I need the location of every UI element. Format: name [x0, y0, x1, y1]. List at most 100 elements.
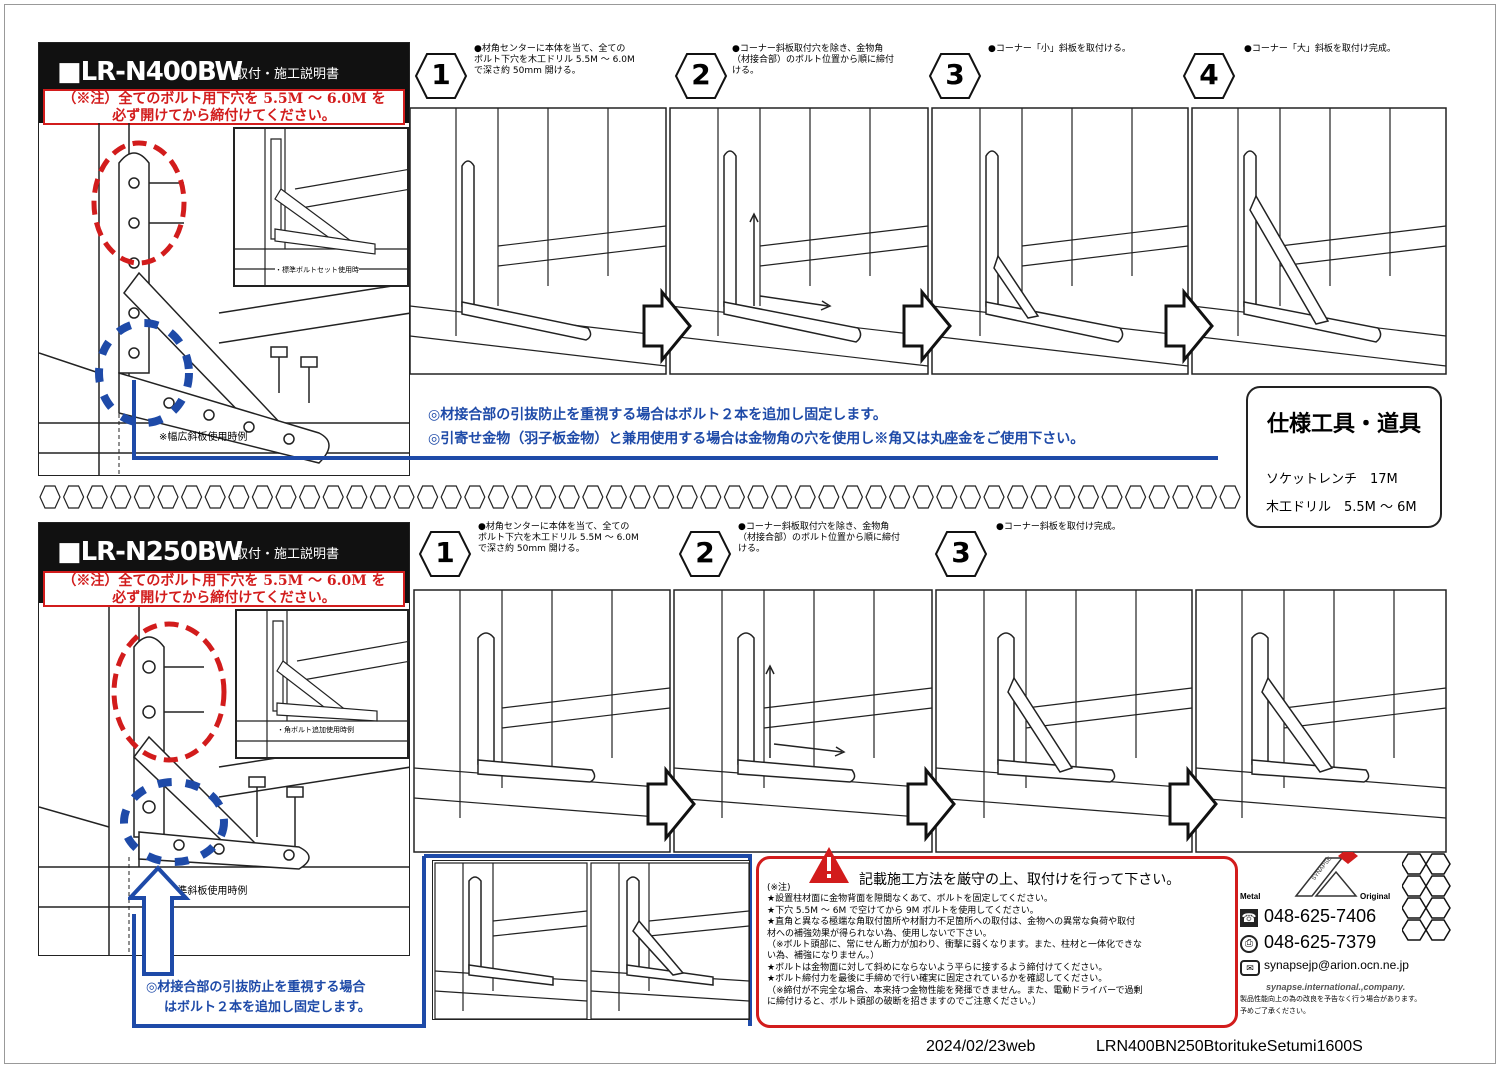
bottom-inset-illustration: ・角ボルト追加使用時例 — [235, 609, 409, 759]
divider-hex — [1054, 485, 1076, 509]
divider-hex — [1077, 485, 1100, 509]
top-note-line2: ◎引寄せ金物（羽子板金物）と兼用使用する場合は金物角の穴を使用し※角又は丸座金を… — [428, 431, 1085, 447]
tool-spec-box: 仕様工具・道具 ソケットレンチ 17M 木工ドリル 5.5M ～ 6M — [1246, 386, 1442, 528]
divider-hex — [1195, 485, 1218, 509]
top-blue-connector — [132, 380, 1218, 460]
bottom-step2-desc: ●コーナー斜板取付穴を除き、金物角 （材接合部）のボルト位置から順に締付 ける。 — [738, 522, 901, 554]
divider-hex — [275, 485, 297, 509]
tool-spec-title: 仕様工具・道具 — [1266, 411, 1421, 437]
divider-hex — [983, 485, 1005, 509]
fax-number: 048-625-7379 — [1264, 932, 1377, 952]
top-step3-hex: 3 — [928, 52, 982, 100]
top-inset-illustration: ・標準ボルトセット使用時 — [233, 127, 409, 287]
caution-line-2: ★下穴 5.5M ～ 6M で空けてから 9M ボルトを使用してください。 — [767, 905, 1039, 916]
bottom-main-illustration: ■LR-N250BW 取付・施工説明書 （※注）全てのボルト用下穴を 5.5M … — [38, 522, 410, 956]
bottom-main-caption: ※標準斜板使用時例 — [159, 886, 248, 897]
divider-hex — [747, 485, 769, 509]
divider-hex — [1124, 485, 1147, 509]
divider-hex — [39, 485, 61, 509]
email-address[interactable]: synapsejp@arion.ocn.ne.jp — [1264, 958, 1409, 972]
top-warning-box: （※注）全てのボルト用下穴を 5.5M ～ 6.0M を 必ず開けてから締付けて… — [43, 89, 405, 125]
top-step4-hex: 4 — [1182, 52, 1236, 100]
bottom-subtitle: 取付・施工説明書 — [235, 546, 340, 561]
caution-line-3: ★直角と異なる極端な角取付箇所や材耐力不足箇所への取付は、金物への異常な負荷や取… — [767, 917, 1136, 928]
caution-line-4: 材への補強効果が得られない為、使用しないで下さい。 — [767, 928, 992, 939]
caution-line-6: い為、補強になりません。） — [767, 951, 880, 962]
top-step2-hex: 2 — [674, 52, 728, 100]
divider-hex — [888, 485, 911, 509]
divider-hex — [1101, 485, 1123, 509]
synapse-logo-icon — [1294, 852, 1358, 897]
top-step3-desc: ●コーナー「小」斜板を取付ける。 — [988, 44, 1131, 54]
bottom-inset-drawing — [237, 611, 407, 757]
phone-icon: ☎ — [1240, 909, 1258, 927]
divider-hex — [110, 485, 132, 509]
logo-right-text: Original — [1360, 892, 1391, 901]
top-step3-number: 3 — [945, 58, 965, 91]
fax-icon: ⎙ — [1240, 935, 1258, 953]
hex-divider-row — [39, 485, 1241, 509]
tool-spec-item2: 木工ドリル 5.5M ～ 6M — [1266, 500, 1417, 515]
caution-line-8: ★ボルト締付力を最後に手締めで行い確実に固定されているかを確認してください。 — [767, 974, 1108, 985]
divider-hex — [534, 485, 557, 509]
top-step2-desc: ●コーナー斜板取付穴を除き、金物角 （材接合部）のボルト位置から順に締付 ける。 — [732, 44, 895, 76]
divider-hex — [770, 485, 793, 509]
top-step-panels — [409, 107, 1447, 375]
caution-heading: 記載施工方法を厳守の上、取付けを行って下さい。 — [859, 872, 1181, 888]
bottom-addition-panel — [432, 860, 750, 1020]
bottom-step3-desc: ●コーナー斜板を取付け完成。 — [996, 522, 1121, 532]
logo-left-text: Metal — [1240, 892, 1261, 901]
bottom-model-name: ■LR-N250BW — [57, 537, 243, 567]
top-step1-hex: 1 — [414, 52, 468, 100]
bottom-step-panels — [413, 589, 1447, 853]
top-model-name: ■LR-N400BW — [57, 57, 243, 87]
divider-hex — [1172, 485, 1194, 509]
bottom-step3-hex: 3 — [934, 530, 988, 578]
bottom-bracket-drawing — [39, 607, 409, 955]
bottom-step1-number: 1 — [435, 536, 455, 569]
disclaimer-line2: 予めご了承ください。 — [1240, 1008, 1310, 1015]
bottom-step2-hex: 2 — [678, 530, 732, 578]
bottom-blue-frame — [128, 854, 752, 1028]
divider-hex — [487, 485, 510, 509]
hex-cluster-icon — [1402, 853, 1451, 941]
top-main-illustration: ■LR-N400BW 取付・施工説明書 （※注）全てのボルト用下穴を 5.5M … — [38, 42, 410, 476]
bottom-step1-desc: ●材角センターに本体を当て、全ての ボルト下穴を木工ドリル 5.5M ～ 6.0… — [478, 522, 639, 554]
bottom-warning-line2: 必ず開けてから締付けてください。 — [112, 590, 336, 606]
top-inset-caption: ・標準ボルトセット使用時 — [275, 265, 359, 275]
divider-hex — [62, 485, 85, 509]
bottom-step2-number: 2 — [695, 536, 715, 569]
tel-number: 048-625-7406 — [1264, 906, 1377, 926]
bottom-note-line2: はボルト２本を追加し固定します。 — [164, 1000, 371, 1015]
bottom-step1-hex: 1 — [418, 530, 472, 578]
page-frame — [4, 4, 1496, 1064]
caution-line-10: に締付けると、ボルト頭部の破断を招きますのでご注意ください。） — [767, 997, 1042, 1008]
divider-hex — [251, 485, 274, 509]
top-warning-line2: 必ず開けてから締付けてください。 — [112, 108, 336, 124]
email-icon: ✉ — [1240, 960, 1260, 976]
divider-hex — [464, 485, 486, 509]
caution-line-5: （※ボルト頭部に、常にせん断力が加わり、衝撃に弱くなります。また、柱材と一体化で… — [767, 940, 1143, 951]
top-inset-drawing — [235, 129, 407, 285]
divider-hex — [794, 485, 816, 509]
divider-hex — [86, 485, 108, 509]
warning-triangle-icon — [809, 847, 849, 883]
divider-hex — [180, 485, 203, 509]
caution-box: 記載施工方法を厳守の上、取付けを行って下さい。 (※注) ★設置柱材面に金物背面… — [756, 847, 1238, 1028]
divider-hex — [865, 485, 887, 509]
tool-spec-item1: ソケットレンチ 17M — [1266, 472, 1398, 487]
divider-hex — [157, 485, 179, 509]
divider-hex — [1148, 485, 1170, 509]
divider-hex — [582, 485, 604, 509]
footer-code: LRN400BN250BtoritukeSetumi1600S — [1096, 1038, 1363, 1055]
divider-hex — [700, 485, 722, 509]
top-step4-desc: ●コーナー「大」斜板を取付け完成。 — [1244, 44, 1396, 54]
divider-hex — [605, 485, 628, 509]
divider-hex — [652, 485, 675, 509]
top-step1-desc: ●材角センターに本体を当て、全ての ボルト下穴を木工ドリル 5.5M ～ 6.0… — [474, 44, 635, 76]
divider-hex — [912, 485, 934, 509]
divider-hex — [818, 485, 840, 509]
top-subtitle: 取付・施工説明書 — [235, 66, 340, 81]
divider-hex — [676, 485, 698, 509]
caution-line-0: (※注) — [767, 883, 791, 893]
